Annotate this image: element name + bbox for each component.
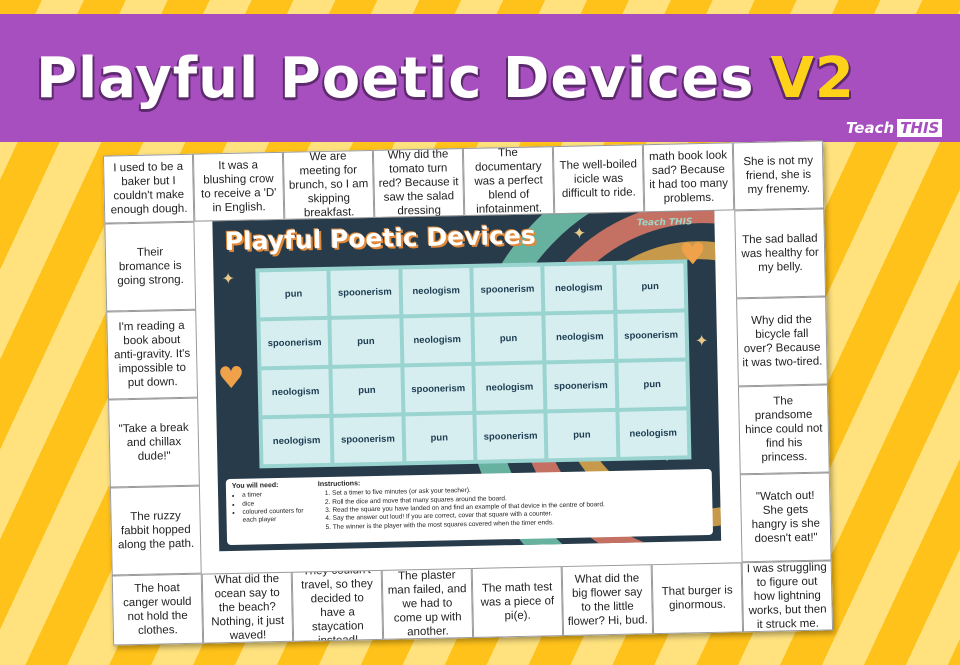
grid-cell: spoonerism <box>260 319 329 367</box>
board-square: "Take a break and chillax dude!" <box>108 397 200 488</box>
instructions-panel: You will need: a timer dice coloured cou… <box>225 468 714 546</box>
grid-cell: pun <box>616 263 685 310</box>
board-square: That burger is ginormous. <box>651 562 744 635</box>
grid-cell: pun <box>547 411 617 459</box>
grid-cell: neologism <box>619 410 688 457</box>
board-square: The plaster man failed, and we had to co… <box>381 567 474 640</box>
board-square: She is not my friend, she is my frenemy. <box>732 140 825 211</box>
you-will-need-title: You will need: <box>231 481 279 490</box>
star-icon: ✦ <box>694 330 709 351</box>
need-item: coloured counters for each player <box>242 507 308 525</box>
board-image: I used to be a baker but I couldn't make… <box>102 140 834 646</box>
board-square: What did the ocean say to the beach? Not… <box>201 571 294 644</box>
grid-cell: neologism <box>262 417 331 465</box>
brand-part-1: Teach <box>846 119 895 137</box>
grid-cell: pun <box>618 361 687 408</box>
grid-cell: spoonerism <box>333 416 403 463</box>
grid-cell: neologism <box>403 316 472 364</box>
grid-cell: neologism <box>402 267 471 315</box>
title-text: Playful Poetic Devices <box>36 46 755 111</box>
grid-cell: pun <box>405 414 474 462</box>
grid-cell: spoonerism <box>330 269 399 316</box>
board-square: Their bromance is going strong. <box>104 221 197 312</box>
grid-cell: spoonerism <box>546 362 616 410</box>
board-square: What did the big flower say to the littl… <box>561 564 654 637</box>
grid-cell: pun <box>332 367 402 414</box>
board-cells: I used to be a baker but I couldn't make… <box>102 140 834 646</box>
grid-cell: pun <box>259 270 328 318</box>
board-center-panel: ✦ ✦ ✦ ♥ ♥ ♥ Playful Poetic Devices Teach… <box>212 210 722 552</box>
grid-cell: spoonerism <box>476 413 545 460</box>
grid-cell: pun <box>474 315 543 362</box>
version-label: V2 <box>770 46 855 111</box>
grid-cell: neologism <box>475 364 544 411</box>
board-square: The hoat canger would not hold the cloth… <box>111 573 204 646</box>
game-board: I used to be a baker but I couldn't make… <box>102 140 834 646</box>
board-square: Why did the tomato turn red? Because it … <box>372 148 465 218</box>
instructions: Instructions: Set a timer to five minute… <box>318 472 709 532</box>
brand-part-2: THIS <box>897 119 943 137</box>
board-square: I used to be a baker but I couldn't make… <box>102 153 195 224</box>
board-square: The sad ballad was healthy for my belly. <box>734 208 827 299</box>
board-square: math book look sad? Because it had too m… <box>642 142 735 213</box>
board-square: They couldn't travel, so they decided to… <box>291 569 384 642</box>
board-square: The well-boiled icicle was difficult to … <box>552 144 645 215</box>
board-square: The documentary was a perfect blend of i… <box>462 146 555 217</box>
heart-icon: ♥ <box>217 360 245 397</box>
grid-cell: spoonerism <box>617 312 686 359</box>
board-square: We are meeting for brunch, so I am skipp… <box>282 149 375 220</box>
star-icon: ✦ <box>221 268 236 289</box>
star-icon: ✦ <box>572 223 587 243</box>
grid-cell: pun <box>331 318 401 365</box>
board-square: It was a blushing crow to receive a 'D' … <box>192 151 285 222</box>
grid-cell: neologism <box>545 313 614 361</box>
grid-cell: neologism <box>261 368 330 416</box>
board-square: "Watch out! She gets hangry is she doesn… <box>739 472 832 563</box>
grid-cell: neologism <box>544 264 613 312</box>
grid-cell: spoonerism <box>473 266 542 313</box>
board-square: The ruzzy fabbit hopped along the path. <box>109 485 202 576</box>
you-will-need: You will need: a timer dice coloured cou… <box>232 480 309 525</box>
board-title: Playful Poetic Devices <box>224 220 536 257</box>
board-square: Why did the bicycle fall over? Because i… <box>736 296 828 387</box>
grid-cell: spoonerism <box>404 365 473 413</box>
board-brand: Teach THIS <box>636 217 693 229</box>
board-square: I was struggling to figure out how light… <box>741 560 834 633</box>
board-square: I'm reading a book about anti-gravity. I… <box>106 309 199 400</box>
board-square: The math test was a piece of pi(e). <box>471 566 564 638</box>
board-square: The prandsome hince could not find his p… <box>737 384 830 475</box>
